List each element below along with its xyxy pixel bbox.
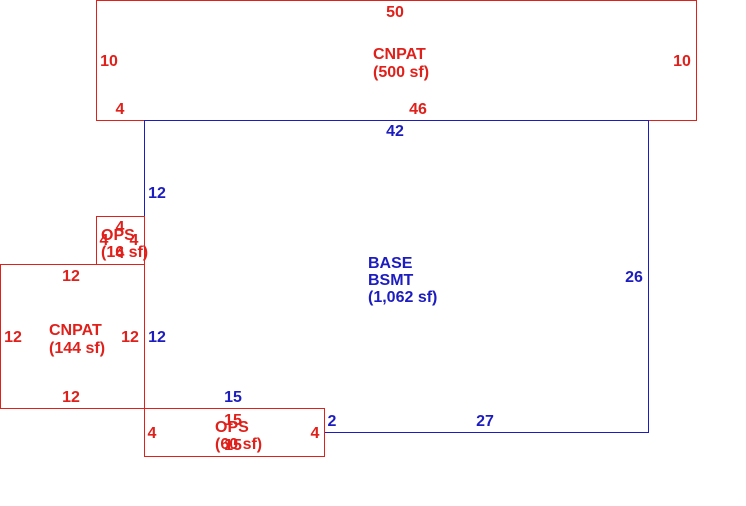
ops-bottom-dim-left: 4 bbox=[148, 425, 157, 442]
ops-small-dim-top: 4 bbox=[116, 219, 125, 236]
ops-bottom-outline[interactable] bbox=[144, 408, 325, 457]
cnpat-top-dim-bottom-left: 4 bbox=[116, 101, 125, 118]
cnpat-left-outline[interactable] bbox=[0, 264, 145, 409]
base-dim-left-upper: 12 bbox=[148, 185, 166, 202]
cnpat-left-code: CNPAT bbox=[49, 322, 102, 339]
cnpat-left-dim-top: 12 bbox=[62, 268, 80, 285]
cnpat-left-dim-left: 12 bbox=[4, 329, 22, 346]
base-dim-step: 2 bbox=[328, 413, 337, 430]
cnpat-top-code: CNPAT bbox=[373, 46, 426, 63]
cnpat-top-area: (500 sf) bbox=[373, 64, 429, 81]
ops-small-dim-bottom: 4 bbox=[116, 245, 125, 262]
ops-bottom-dim-top: 15 bbox=[224, 412, 242, 429]
base-area: (1,062 sf) bbox=[368, 289, 437, 306]
base-code: BASE bbox=[368, 255, 413, 272]
cnpat-top-dim-bottom-right: 46 bbox=[409, 101, 427, 118]
base-dim-left-lower: 12 bbox=[148, 329, 166, 346]
base-dim-bottom-left: 15 bbox=[224, 389, 242, 406]
ops-bottom-area: (60 sf) bbox=[215, 436, 262, 453]
ops-bottom-code: OPS bbox=[215, 419, 249, 436]
ops-small-dim-left: 4 bbox=[100, 232, 109, 249]
base-dim-bottom-right: 27 bbox=[476, 413, 494, 430]
ops-bottom-dim-right: 4 bbox=[311, 425, 320, 442]
ops-small-area: (16 sf) bbox=[101, 244, 148, 261]
cnpat-left-dim-right: 12 bbox=[121, 329, 139, 346]
cnpat-left-area: (144 sf) bbox=[49, 340, 105, 357]
cnpat-top-dim-left: 10 bbox=[100, 53, 118, 70]
cnpat-top-dim-right: 10 bbox=[673, 53, 691, 70]
base-sub: BSMT bbox=[368, 272, 414, 289]
ops-small-code: OPS bbox=[101, 227, 135, 244]
base-dim-right: 26 bbox=[625, 269, 643, 286]
base-dim-top: 42 bbox=[386, 123, 404, 140]
ops-small-dim-right: 4 bbox=[130, 232, 139, 249]
cnpat-top-dim-top: 50 bbox=[386, 4, 404, 21]
ops-bottom-dim-bottom: 15 bbox=[224, 437, 242, 454]
cnpat-left-dim-bottom: 12 bbox=[62, 389, 80, 406]
